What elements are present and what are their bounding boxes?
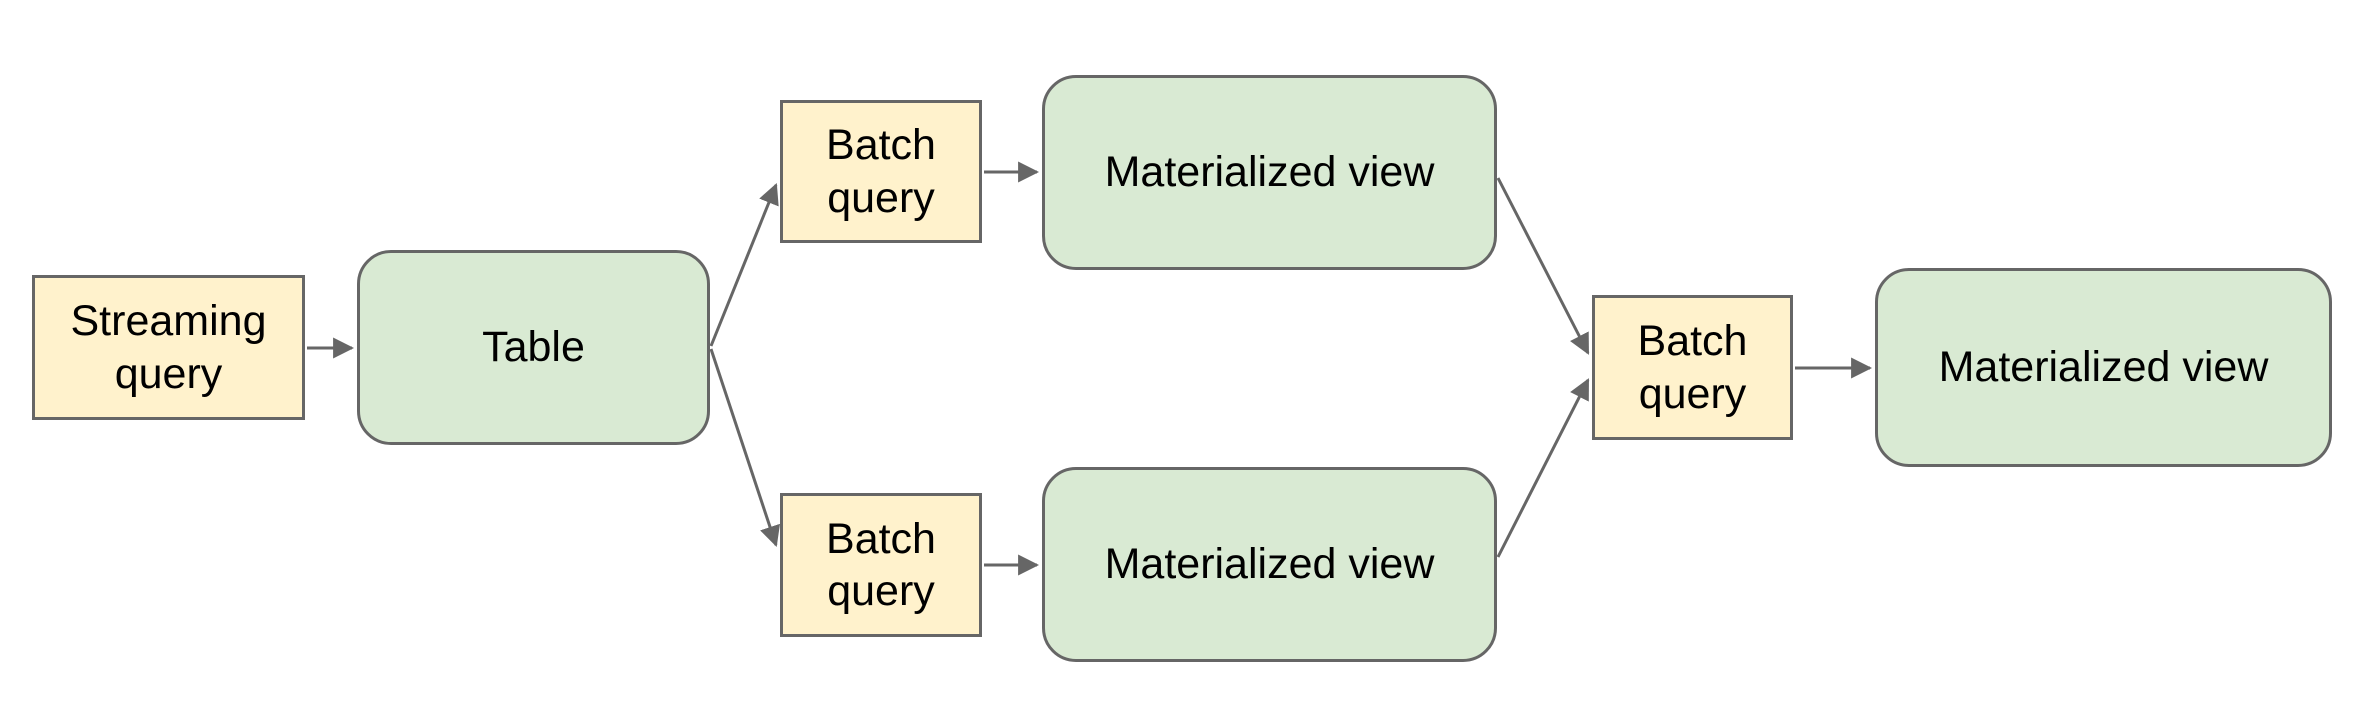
node-batch-query-right-label: Batch query [1637,317,1748,418]
node-streaming-query: Streaming query [32,275,305,420]
arrow-materialized-view-bottom-to-batch-query-right [1496,378,1590,558]
node-batch-query-right: Batch query [1592,295,1793,440]
node-batch-query-top-label: Batch query [826,121,936,222]
node-materialized-view-top-label: Materialized view [1104,148,1435,197]
node-batch-query-bottom: Batch query [780,493,982,637]
node-materialized-view-top: Materialized view [1042,75,1497,270]
arrow-table-to-batch-query-top [709,183,779,347]
node-table: Table [357,250,710,445]
node-table-label: Table [482,323,585,372]
node-materialized-view-bottom: Materialized view [1042,467,1497,662]
node-batch-query-top: Batch query [780,100,982,243]
node-materialized-view-right-label: Materialized view [1938,343,2269,392]
arrow-table-to-batch-query-bottom [709,348,781,547]
arrow-materialized-view-top-to-batch-query-right [1496,177,1590,355]
node-materialized-view-right: Materialized view [1875,268,2332,467]
node-streaming-query-label: Streaming query [70,297,267,398]
node-materialized-view-bottom-label: Materialized view [1104,540,1435,589]
node-batch-query-bottom-label: Batch query [826,514,936,615]
